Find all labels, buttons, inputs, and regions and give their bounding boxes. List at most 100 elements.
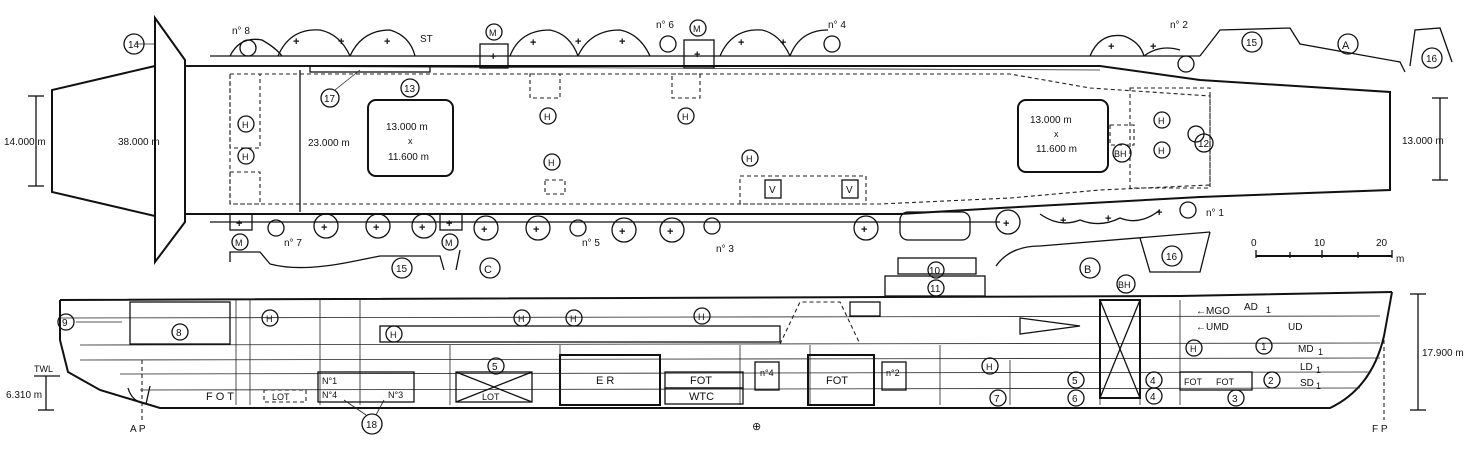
gun-label-n5: n° 5 xyxy=(582,238,600,249)
elevator-aft xyxy=(367,99,454,177)
view-c: C xyxy=(484,264,492,276)
dim-mid-width: 23.000 m xyxy=(308,138,350,149)
svg-text:+: + xyxy=(293,36,299,48)
er-box xyxy=(559,354,661,406)
elevator-aft-x: x xyxy=(408,136,413,146)
lot-label-1: LOT xyxy=(272,392,290,402)
callout-5-b: 5 xyxy=(492,362,498,373)
height-dim: 17.900 m xyxy=(1422,348,1464,359)
profile-view: 10 11 xyxy=(6,257,1464,435)
callout-7: 7 xyxy=(994,394,1000,405)
m-label-3: M xyxy=(235,238,243,248)
mgo-label: MGO xyxy=(1206,306,1230,317)
fot-aft-label: F O T xyxy=(206,391,234,403)
view-a: A xyxy=(1342,40,1350,52)
callout-13: 13 xyxy=(404,84,416,95)
upper-sponsons xyxy=(210,29,1200,57)
ad-label: AD xyxy=(1244,302,1258,313)
arrow-umd: ← xyxy=(1196,322,1206,333)
ud-label: UD xyxy=(1288,322,1302,333)
scale-tick-0: 0 xyxy=(1251,238,1257,249)
svg-text:+: + xyxy=(1156,207,1162,219)
twl-label: TWL xyxy=(34,364,53,374)
svg-text:+: + xyxy=(738,37,744,49)
gun-label-n7: n° 7 xyxy=(284,238,302,249)
callout-3: 3 xyxy=(1232,394,1238,405)
svg-text:H: H xyxy=(1158,116,1165,126)
svg-text:BH: BH xyxy=(1118,280,1131,290)
svg-text:H: H xyxy=(242,120,249,130)
hull-outline xyxy=(59,291,1393,409)
svg-text:H: H xyxy=(746,154,753,164)
m-label-2: M xyxy=(693,24,701,34)
v-label-1: V xyxy=(769,185,776,196)
callout-11: 11 xyxy=(930,284,941,295)
callout-6: 6 xyxy=(1072,394,1078,405)
gun-label-n4: n° 4 xyxy=(828,20,846,31)
upper-gun-mounts: + + + + + + + + + + M + M + xyxy=(239,19,1195,73)
fot-label-1: FOT xyxy=(690,375,712,387)
svg-text:1: 1 xyxy=(1316,365,1321,375)
lot-label-2: LOT xyxy=(482,392,500,402)
m-label-4: M xyxy=(445,238,453,248)
gun-label-n6: n° 6 xyxy=(656,20,674,31)
svg-text:+: + xyxy=(1003,218,1009,230)
svg-text:+: + xyxy=(490,51,496,63)
callout-4-a: 4 xyxy=(1150,376,1156,387)
svg-text:+: + xyxy=(619,226,625,238)
n2-label: n°2 xyxy=(886,368,900,378)
svg-text:H: H xyxy=(518,314,525,324)
svg-text:+: + xyxy=(575,36,581,48)
callout-17: 17 xyxy=(324,94,336,105)
plan-view-letters: A B C xyxy=(479,33,1359,279)
svg-text:H: H xyxy=(390,330,397,340)
n1-label: N°1 xyxy=(322,376,337,386)
lower-gun-labels: n° 7 n° 5 n° 3 n° 1 xyxy=(284,208,1224,255)
elevator-fwd-dim-a: 13.000 m xyxy=(1030,115,1072,126)
svg-text:H: H xyxy=(1190,344,1197,354)
dim-stern-width: 38.000 m xyxy=(118,137,160,148)
callout-16-bottom: 16 xyxy=(1166,252,1178,263)
elevator-fwd xyxy=(1017,99,1109,173)
m-label-1: M xyxy=(489,28,497,38)
svg-text:+: + xyxy=(481,224,487,236)
svg-text:+: + xyxy=(373,222,379,234)
svg-text:H: H xyxy=(544,112,551,122)
svg-text:+: + xyxy=(1108,41,1114,53)
callout-14: 14 xyxy=(128,40,140,51)
callout-2: 2 xyxy=(1268,376,1274,387)
plan-stern-rampback xyxy=(154,14,186,265)
sd-label: SD xyxy=(1300,378,1314,389)
svg-text:+: + xyxy=(321,222,327,234)
svg-text:+: + xyxy=(780,37,786,49)
svg-text:BH: BH xyxy=(1114,149,1127,159)
n3-cap-label: N°3 xyxy=(388,390,403,400)
fot-label-3: FOT xyxy=(1184,377,1202,387)
svg-text:+: + xyxy=(694,49,700,61)
arrow-mgo: ← xyxy=(1196,306,1206,317)
profile-h-markers: H H H H H H H BH xyxy=(261,274,1203,375)
svg-text:+: + xyxy=(533,224,539,236)
elevator-aft-dim-a: 13.000 m xyxy=(386,122,428,133)
scale-tick-20: 20 xyxy=(1376,238,1388,249)
svg-text:+: + xyxy=(446,218,452,230)
gun-label-n2: n° 2 xyxy=(1170,20,1188,31)
svg-text:+: + xyxy=(419,222,425,234)
svg-text:+: + xyxy=(619,36,625,48)
n4-cap-label: N°4 xyxy=(322,390,337,400)
profile-callouts: 1 2 3 4 4 5 5 6 7 8 9 18 xyxy=(57,313,1281,435)
md-label: MD xyxy=(1298,344,1314,355)
svg-text:1: 1 xyxy=(1318,347,1323,357)
svg-text:+: + xyxy=(1060,215,1066,227)
svg-text:+: + xyxy=(1105,213,1111,225)
svg-text:+: + xyxy=(384,36,390,48)
bow-sponson xyxy=(1199,27,1406,73)
catapult-track xyxy=(309,65,431,73)
scale-unit: m xyxy=(1396,254,1404,265)
callout-5-a: 5 xyxy=(1072,376,1078,387)
elevator-fwd-dim-b: 11.600 m xyxy=(1036,144,1077,155)
umd-label: UMD xyxy=(1206,322,1229,333)
callout-18: 18 xyxy=(366,420,378,431)
svg-text:H: H xyxy=(242,152,249,162)
ld-label: LD xyxy=(1300,362,1313,373)
